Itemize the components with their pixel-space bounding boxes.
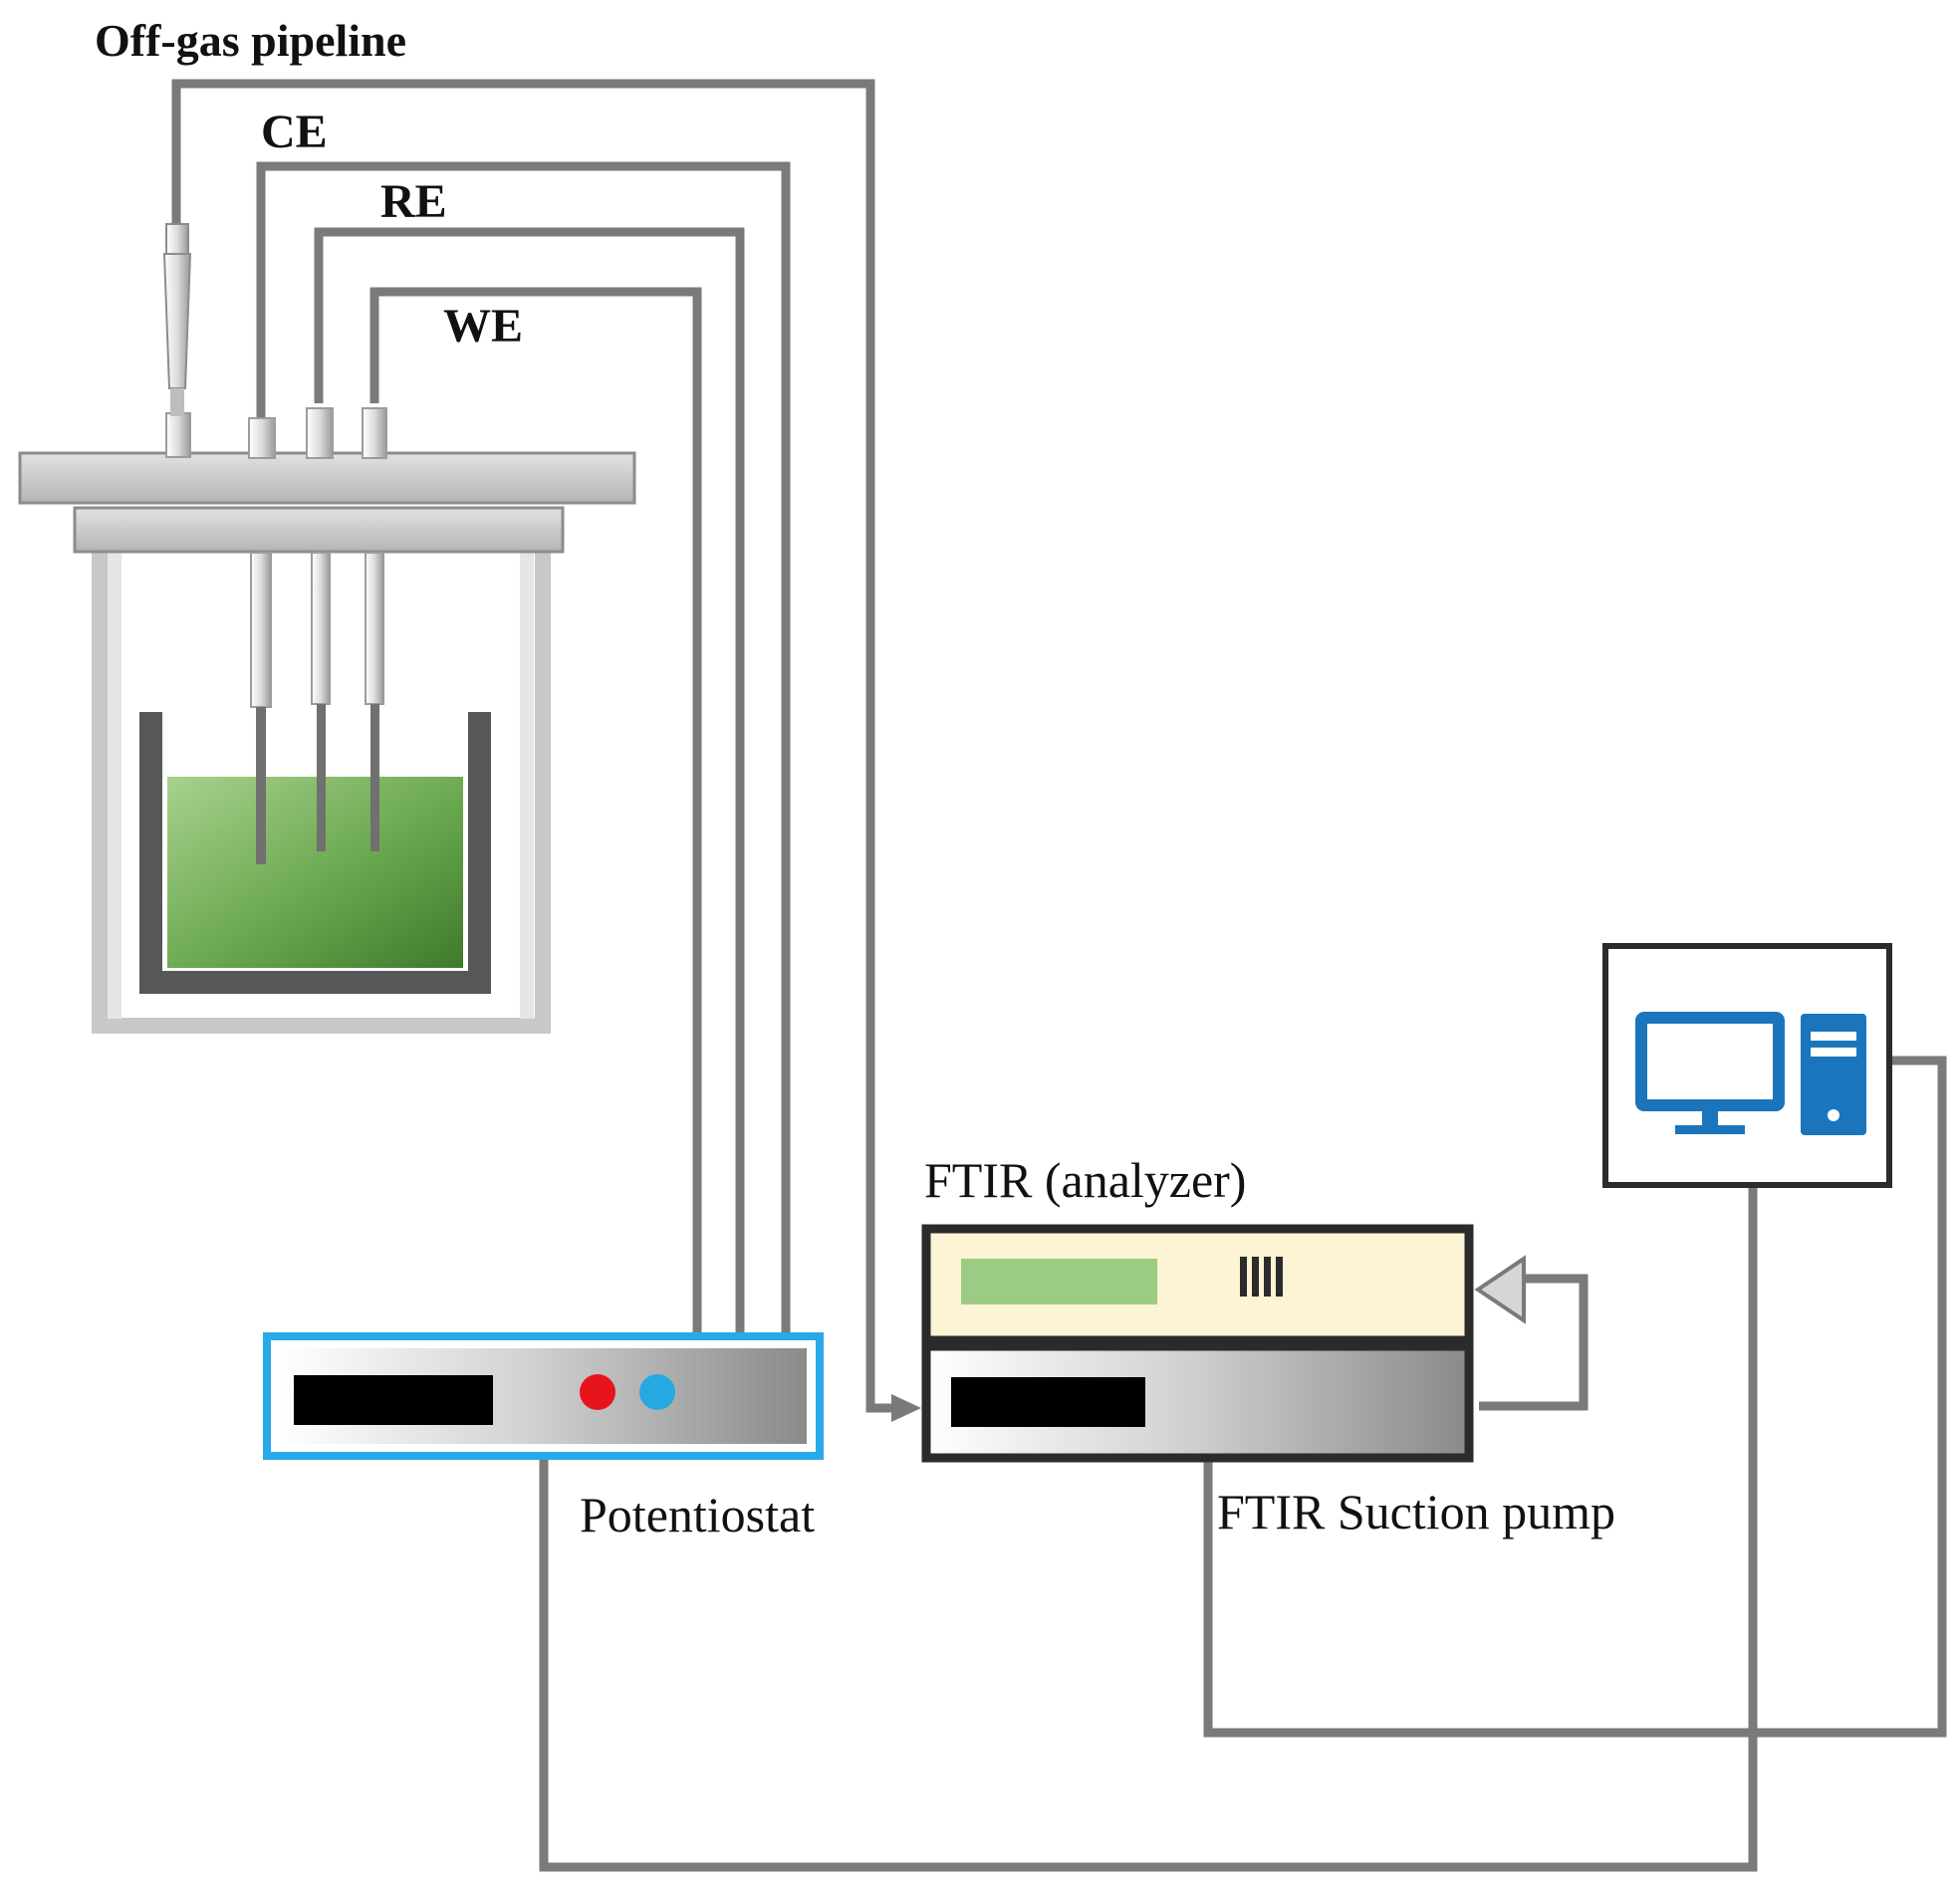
pump-analyzer-loop xyxy=(1479,1274,1589,1411)
potentiostat-computer-cable xyxy=(539,1185,1758,1872)
offgas-label: Off-gas pipeline xyxy=(95,15,406,66)
we-wire xyxy=(369,287,702,1334)
gas-inlet-arrow xyxy=(891,1394,921,1422)
potentiostat-label: Potentiostat xyxy=(580,1487,815,1542)
ftir-analyzer-icon xyxy=(921,1224,1474,1345)
blue-terminal xyxy=(639,1374,675,1410)
electrode-rods xyxy=(250,552,384,864)
pump-computer-cable xyxy=(1203,1056,1947,1738)
vessel-cap xyxy=(73,506,565,554)
ftir-pump-label: FTIR Suction pump xyxy=(1217,1484,1615,1539)
electrochemical-cell-icon xyxy=(18,223,636,1034)
lid-plate xyxy=(18,451,636,505)
desktop-computer-icon xyxy=(1602,943,1892,1188)
electrolyte xyxy=(167,777,463,968)
flow-arrows xyxy=(891,1255,1526,1422)
re-label: RE xyxy=(380,175,447,228)
monitor-icon xyxy=(1635,1012,1785,1111)
suction-pump-icon xyxy=(921,1341,1474,1463)
red-terminal xyxy=(580,1374,615,1410)
ce-wire xyxy=(256,161,791,1334)
wires xyxy=(171,79,1947,1872)
tower-icon xyxy=(1801,1014,1866,1135)
offgas-pipeline xyxy=(171,79,901,1413)
potentiostat-display xyxy=(294,1375,493,1425)
pump-display xyxy=(951,1377,1145,1427)
analyzer-display xyxy=(961,1259,1157,1304)
analyzer-inlet-arrow xyxy=(1474,1255,1526,1324)
we-label: WE xyxy=(443,300,523,353)
analyzer-vent xyxy=(1240,1257,1283,1297)
ce-label: CE xyxy=(261,106,328,158)
offgas-nozzle xyxy=(162,223,192,416)
re-wire xyxy=(314,227,745,1334)
lid-connectors xyxy=(165,407,387,459)
ftir-analyzer-label: FTIR (analyzer) xyxy=(924,1152,1246,1208)
potentiostat-icon xyxy=(263,1332,824,1460)
labels: Off-gas pipeline CE RE WE FTIR (analyzer… xyxy=(95,15,1615,1542)
